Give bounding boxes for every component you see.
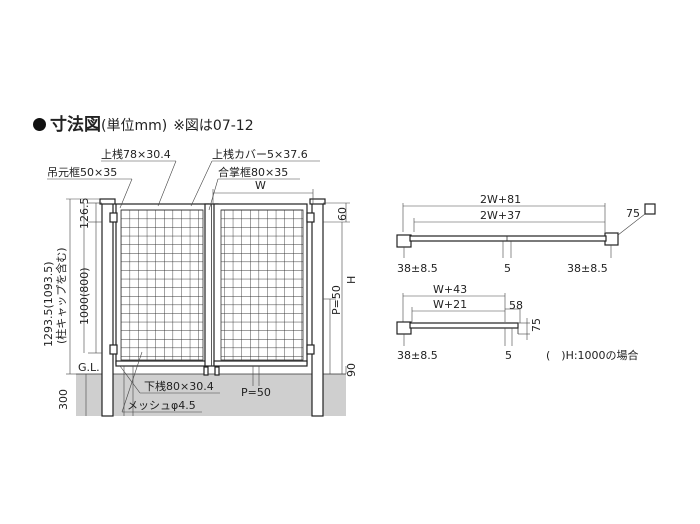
plan1-outer-dim: 2W+81 bbox=[480, 193, 521, 206]
latch-right bbox=[214, 366, 220, 376]
left-door-panel bbox=[115, 203, 210, 367]
dim-1293-5: 1293.5(1093.5) bbox=[42, 261, 55, 347]
dim-p50-bottom: P=50 bbox=[241, 386, 271, 399]
dim-h: H bbox=[345, 276, 358, 284]
dim-90: 90 bbox=[345, 363, 358, 377]
bullet-icon bbox=[33, 118, 46, 131]
title-main: 寸法図 bbox=[50, 115, 101, 135]
plan-view-double: 2W+81 2W+37 38±8.5 5 38±8.5 75 bbox=[396, 193, 656, 275]
dim-w: W bbox=[255, 179, 266, 192]
plan2-mid-dim: 5 bbox=[505, 349, 512, 362]
dim-p50-right: P=50 bbox=[330, 285, 343, 315]
hinge-bottom-right bbox=[306, 344, 315, 355]
right-door-panel bbox=[213, 203, 308, 367]
plan2-inner-dim: W+21 bbox=[433, 298, 467, 311]
plan1-right-dim: 38±8.5 bbox=[567, 262, 608, 275]
label-hinge-frame: 吊元框50×35 bbox=[47, 166, 117, 179]
plan2-75-dim: 75 bbox=[530, 318, 543, 332]
label-top-rail-cover: 上桟カバー5×37.6 bbox=[212, 147, 308, 161]
plan1-mid-dim: 5 bbox=[504, 262, 511, 275]
dim-300: 300 bbox=[57, 389, 70, 410]
right-post-cap bbox=[309, 198, 326, 205]
hinge-top-right bbox=[306, 212, 315, 223]
diagram-title: 寸法図(単位mm) ※図は07-12 bbox=[33, 110, 254, 135]
left-post-cap bbox=[99, 198, 116, 205]
title-unit: (単位mm) bbox=[101, 118, 168, 134]
title-ref: ※図は07-12 bbox=[173, 118, 254, 134]
gl-label: G.L. bbox=[78, 361, 100, 374]
plan2-58-dim: 58 bbox=[509, 299, 523, 312]
plan1-left-dim: 38±8.5 bbox=[397, 262, 438, 275]
plan2-left-dim: 38±8.5 bbox=[397, 349, 438, 362]
plan-view-single: W+43 W+21 58 75 38±8.5 5 ( )H:1000の場合 bbox=[396, 283, 639, 362]
hinge-bottom-left bbox=[109, 344, 118, 355]
right-post bbox=[311, 202, 324, 417]
latch-left bbox=[203, 366, 209, 376]
front-elevation: 126.5 1000(800) 1293.5(1093.5) (柱キャップを含む… bbox=[42, 147, 358, 417]
label-meeting-frame: 合掌框80×35 bbox=[218, 165, 288, 179]
dim-1293-note: (柱キャップを含む) bbox=[54, 247, 68, 344]
plan1-inner-dim: 2W+37 bbox=[480, 209, 521, 222]
dim-60: 60 bbox=[336, 207, 349, 221]
label-top-rail: 上桟78×30.4 bbox=[101, 147, 171, 161]
ground-area bbox=[76, 374, 346, 416]
hinge-top-left bbox=[109, 212, 118, 223]
label-bottom-rail: 下桟80×30.4 bbox=[144, 379, 214, 393]
post-symbol bbox=[644, 203, 656, 215]
plan2-outer-dim: W+43 bbox=[433, 283, 467, 296]
dim-126-5: 126.5 bbox=[78, 198, 91, 230]
dim-1000: 1000(800) bbox=[78, 267, 91, 325]
plan1-post-dim: 75 bbox=[626, 207, 640, 220]
left-post bbox=[101, 202, 114, 417]
note-h1000: ( )H:1000の場合 bbox=[546, 348, 639, 362]
label-mesh: メッシュφ4.5 bbox=[127, 399, 196, 412]
